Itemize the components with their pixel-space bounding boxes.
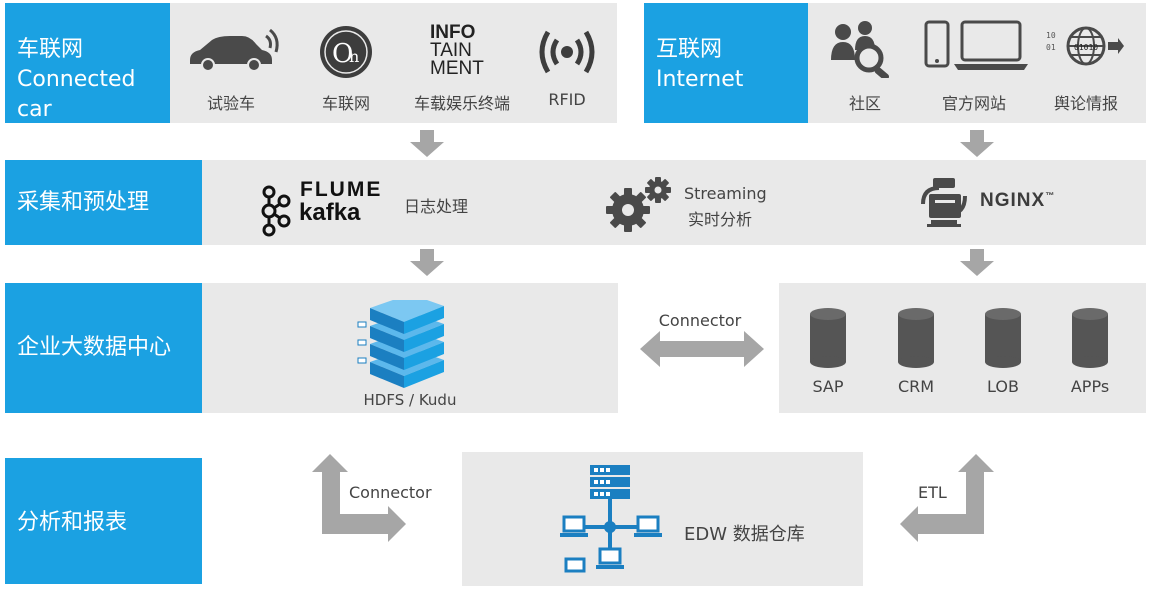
connector-elbow-arrow-left (310, 452, 406, 544)
internet-title-en: Internet (656, 67, 744, 92)
connected-car-header: 车联网 Connected car (5, 3, 170, 123)
globe-binary-icon: 10 01 01010 (1046, 24, 1126, 72)
rfid-label: RFID (548, 90, 586, 109)
kafka-logo: kafka (299, 199, 361, 226)
datacenter-title: 企业大数据中心 (17, 335, 172, 360)
hdfs-kudu-label: HDFS / Kudu (363, 391, 457, 409)
server-stack-icon (352, 300, 448, 392)
analysis-header: 分析和报表 (5, 458, 202, 584)
infotainment-text-icon: INFO TAIN MENT (430, 22, 490, 79)
public-opinion-label: 舆论情报 (1053, 94, 1119, 113)
data-warehouse-network-icon (558, 463, 670, 579)
svg-text:01010: 01010 (1074, 43, 1098, 52)
lob-database-icon (985, 308, 1021, 368)
down-arrow-right-2 (958, 249, 996, 277)
kafka-icon (259, 184, 291, 238)
svg-text:10: 10 (1046, 31, 1056, 40)
test-car-label: 试验车 (206, 94, 256, 113)
lob-label: LOB (987, 377, 1019, 396)
log-processing-label: 日志处理 (404, 197, 469, 216)
rfid-icon (537, 28, 597, 76)
infotainment-label: 车载娱乐终端 (413, 94, 511, 113)
down-arrow-right-1 (958, 130, 996, 158)
edw-label: EDW 数据仓库 (684, 524, 805, 545)
analysis-title: 分析和报表 (17, 510, 128, 535)
streaming-label-line1: Streaming (684, 184, 767, 203)
bidirectional-arrow-icon (640, 330, 764, 368)
sap-label: SAP (812, 377, 844, 396)
etl-label: ETL (918, 483, 947, 502)
nginx-trademark: ™ (1045, 190, 1056, 201)
internet-title-cn: 互联网 (656, 37, 723, 62)
collect-panel (202, 160, 1146, 245)
infotainment-line-2: TAIN (430, 40, 472, 61)
infotainment-line-1: INFO (430, 22, 476, 43)
apps-label: APPs (1070, 377, 1110, 396)
etl-elbow-arrow-right (900, 452, 996, 544)
on-logo-icon: O n (318, 24, 374, 80)
nginx-wordmark: NGINX (980, 190, 1046, 211)
gears-icon (604, 176, 676, 234)
community-search-icon (829, 20, 903, 78)
connector-label-bottom: Connector (349, 483, 432, 502)
telematics-label: 车联网 (321, 94, 371, 113)
connector-label-top: Connector (658, 311, 742, 330)
streaming-label-line2: 实时分析 (688, 210, 753, 229)
connected-car-title-en: Connected car (17, 67, 136, 122)
svg-text:O: O (332, 39, 353, 69)
crm-label: CRM (897, 377, 935, 396)
collect-header: 采集和预处理 (5, 160, 202, 245)
internet-header: 互联网 Internet (644, 3, 808, 123)
down-arrow-left-1 (408, 130, 446, 158)
edw-panel (462, 452, 863, 586)
connected-car-title-cn: 车联网 (17, 37, 84, 62)
collect-title: 采集和预处理 (17, 190, 150, 215)
down-arrow-left-2 (408, 249, 446, 277)
community-label: 社区 (848, 94, 882, 113)
svg-text:n: n (349, 47, 359, 66)
car-wifi-icon (186, 28, 282, 72)
nginx-server-icon (917, 174, 973, 230)
crm-database-icon (898, 308, 934, 368)
flume-logo: FLUME (300, 178, 383, 201)
sap-database-icon (810, 308, 846, 368)
nginx-logo: NGINX™ (980, 190, 1055, 212)
svg-text:01: 01 (1046, 43, 1056, 52)
apps-database-icon (1072, 308, 1108, 368)
datacenter-header: 企业大数据中心 (5, 283, 202, 413)
infotainment-line-3: MENT (430, 58, 484, 79)
official-site-label: 官方网站 (941, 94, 1007, 113)
devices-icon (924, 20, 1028, 72)
